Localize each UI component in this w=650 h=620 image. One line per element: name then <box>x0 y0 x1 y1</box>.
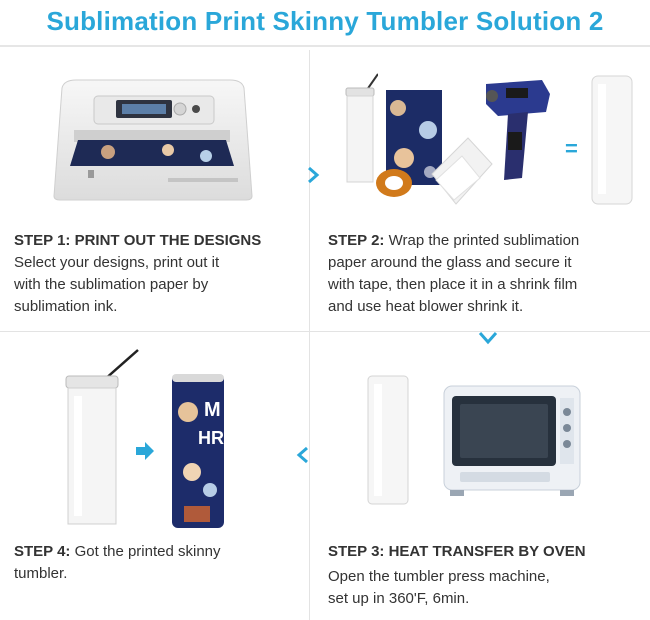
step-1-text: STEP 1: PRINT OUT THE DESIGNS Select you… <box>14 230 304 318</box>
title-divider <box>0 45 650 47</box>
step-3-heading: STEP 3: HEAT TRANSFER BY OVEN <box>328 543 586 560</box>
step-4-line-2: tumbler. <box>14 565 68 582</box>
step-2-line-3: with tape, then place it in a shrink fil… <box>328 276 578 293</box>
printer-icon <box>53 79 253 201</box>
printed-tumbler-text-m: M <box>204 399 221 421</box>
oven-icon <box>443 385 581 496</box>
step-3-line-1: Open the tumbler press machine, <box>328 568 550 585</box>
shrink-wrapped-tumbler <box>591 75 633 205</box>
step-3-line-2: set up in 360'F, 6min. <box>328 590 470 607</box>
tape-icon <box>376 169 412 197</box>
step-1-line-3: sublimation ink. <box>14 298 118 315</box>
step-2-line-4: and use heat blower shrink it. <box>328 298 524 315</box>
step-2-line-2: paper around the glass and secure it <box>328 254 572 271</box>
step-1-line-2: with the sublimation paper by <box>14 276 209 293</box>
grid-divider-horizontal-left <box>0 331 309 332</box>
grid-divider-vertical <box>309 50 310 620</box>
chevron-left-icon <box>296 446 308 464</box>
tumbler-icon <box>65 349 139 525</box>
step-2-line-1: STEP 2: Wrap the printed sublimation <box>328 232 580 249</box>
equals-sign: = <box>565 136 578 161</box>
step-1-line-1: Select your designs, print out it <box>14 254 220 271</box>
chevron-down-icon <box>478 332 498 345</box>
tumbler-icon <box>367 375 409 505</box>
chevron-right-icon <box>308 166 320 184</box>
arrow-right-icon <box>136 442 154 460</box>
step-4-line-1: STEP 4: Got the printed skinny <box>14 543 221 560</box>
shrink-film <box>431 137 493 205</box>
step-2-text: STEP 2: Wrap the printed sublimation pap… <box>328 230 646 318</box>
step-3-text: STEP 3: HEAT TRANSFER BY OVEN Open the t… <box>328 541 646 610</box>
printed-tumbler: M HR <box>172 374 224 528</box>
heat-gun-icon <box>486 80 550 180</box>
page-title: Sublimation Print Skinny Tumbler Solutio… <box>46 6 604 36</box>
step-1-heading: STEP 1: PRINT OUT THE DESIGNS <box>14 232 262 249</box>
printed-tumbler-text-hr: HR <box>198 428 224 448</box>
tumbler-icon <box>345 73 378 183</box>
grid-divider-horizontal-right <box>310 331 650 332</box>
step-4-text: STEP 4: Got the printed skinny tumbler. <box>14 541 304 585</box>
